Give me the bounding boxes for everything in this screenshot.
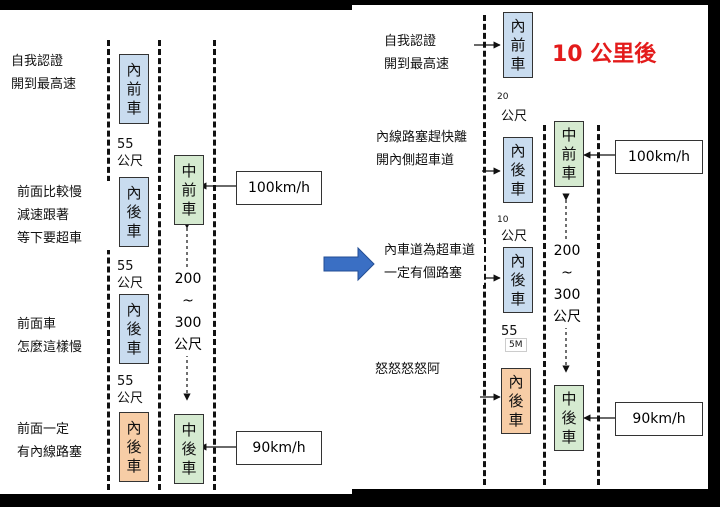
lane-line <box>158 40 161 490</box>
left-speed-box-2: 90km/h <box>236 431 322 465</box>
right-gap-2-unit: 公尺 <box>501 228 528 245</box>
right-note-2: 內線路塞趕快離開內側超車道 <box>376 126 482 172</box>
lane-line <box>107 40 110 490</box>
right-speed-box-2: 90km/h <box>615 402 703 436</box>
left-inner-rear-car-1: 內後車 <box>119 177 149 247</box>
left-inner-rear-car-2: 內後車 <box>119 294 149 364</box>
left-note-4: 前面一定 有內線路塞 <box>17 418 107 464</box>
left-inner-rear-car-3: 內後車 <box>119 412 149 482</box>
right-note-4: 怒怒怒怒阿 <box>375 358 467 381</box>
left-note-3: 前面車 怎麼這樣慢 <box>17 313 105 359</box>
right-inner-rear-car-1: 內後車 <box>503 137 533 203</box>
right-gap-1-number: 20 <box>497 92 509 102</box>
right-middle-front-car: 中前車 <box>554 121 584 187</box>
left-note-1: 自我認證 開到最高速 <box>11 50 101 96</box>
right-inner-rear-car-2: 內後車 <box>503 247 533 313</box>
lane-line <box>213 40 216 490</box>
right-note-3: 內車道為超車道一定有個路塞 <box>384 239 484 285</box>
right-gap-2-number: 10 <box>497 215 509 225</box>
right-gap-1-unit: 公尺 <box>501 108 528 125</box>
lane-line <box>483 15 486 485</box>
left-speed-box-1: 100km/h <box>236 171 322 205</box>
right-gap-3-unit: 5M <box>505 338 527 352</box>
left-inner-front-car: 內前車 <box>119 54 149 124</box>
right-speed-box-1: 100km/h <box>615 140 703 174</box>
left-middle-rear-car: 中後車 <box>174 414 204 484</box>
right-gap-3-number: 55 <box>501 323 518 340</box>
page-title: 10 公里後 <box>552 42 657 67</box>
left-note-2: 前面比較慢 減速跟著 等下要超車 <box>17 181 113 250</box>
right-note-1: 自我認證開到最高速 <box>384 30 474 76</box>
right-inner-front-car: 內前車 <box>503 12 533 78</box>
right-middle-rear-car: 中後車 <box>554 385 584 451</box>
transition-arrow <box>323 246 375 282</box>
lane-line <box>543 125 546 485</box>
right-inner-rear-car-3: 內後車 <box>501 368 531 434</box>
lane-line <box>597 125 600 485</box>
left-middle-front-car: 中前車 <box>174 155 204 225</box>
